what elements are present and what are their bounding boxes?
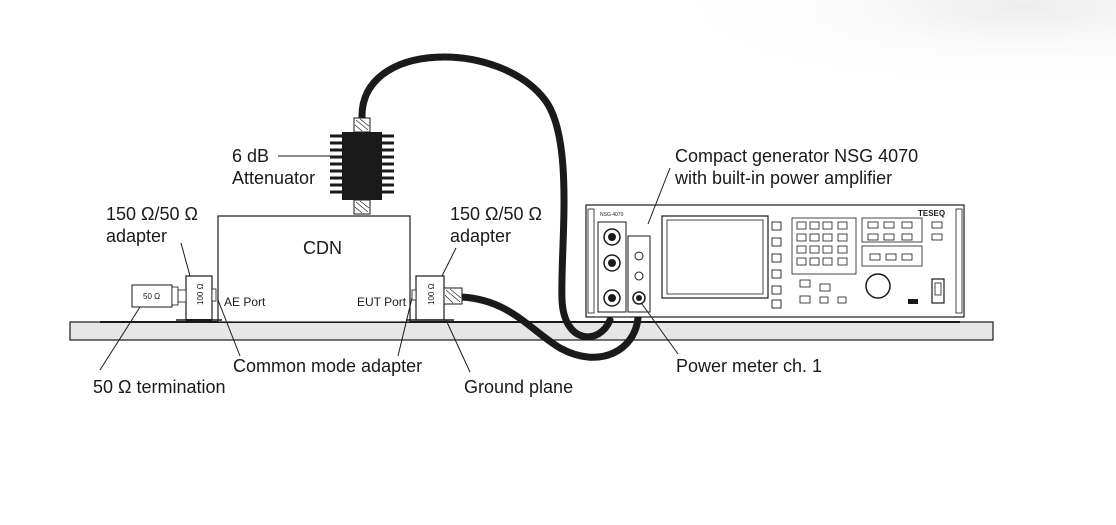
power-meter-leader (641, 303, 679, 355)
attenuator (330, 117, 394, 215)
ground-plane-label: Ground plane (464, 377, 573, 397)
common-mode-adapter-label: Common mode adapter (233, 356, 422, 376)
power-meter-label: Power meter ch. 1 (676, 356, 822, 376)
termination-box-label: 50 Ω (143, 292, 160, 301)
rf-cable-bottom (458, 293, 642, 361)
ae-port-label: AE Port (224, 295, 266, 309)
adapter-left-label-line1: 150 Ω/50 Ω (106, 204, 198, 224)
common-mode-leader-left (217, 299, 241, 357)
generator-leader (647, 167, 671, 225)
termination-leader (99, 306, 141, 371)
eut-port-label: EUT Port (357, 295, 407, 309)
generator-label-line1: Compact generator NSG 4070 (675, 146, 918, 166)
rf-cable-top (358, 53, 614, 341)
background-shade (500, 0, 1116, 140)
generator-label-line2: with built-in power amplifier (674, 168, 892, 188)
generator-brand: TESEQ (918, 209, 945, 218)
generator-model: NSG 4070 (600, 212, 624, 218)
cdn-label: CDN (303, 238, 342, 258)
termination-50-ohm: 50 Ω (131, 284, 187, 308)
adapter-right-label-line2: adapter (450, 226, 511, 246)
common-mode-leader-right (397, 297, 413, 357)
adapter-left-label-line2: adapter (106, 226, 167, 246)
generator-nsg-4070: NSG 4070 TESEQ (585, 204, 965, 318)
adapter-left: 100 Ω (176, 275, 222, 321)
attenuator-label-line2: Attenuator (232, 168, 315, 188)
attenuator-label-line1: 6 dB (232, 146, 269, 166)
termination-label: 50 Ω termination (93, 377, 226, 397)
adapter-right: 100 Ω (406, 275, 463, 321)
ground-plane-leader (445, 319, 471, 373)
usb-port (908, 299, 918, 304)
adapter-left-value: 100 Ω (196, 283, 205, 305)
adapter-right-value: 100 Ω (427, 283, 436, 305)
adapter-right-label-line1: 150 Ω/50 Ω (450, 204, 542, 224)
cdn-box (217, 215, 411, 323)
adapter-right-leader (441, 247, 457, 277)
adapter-left-leader (180, 242, 191, 277)
